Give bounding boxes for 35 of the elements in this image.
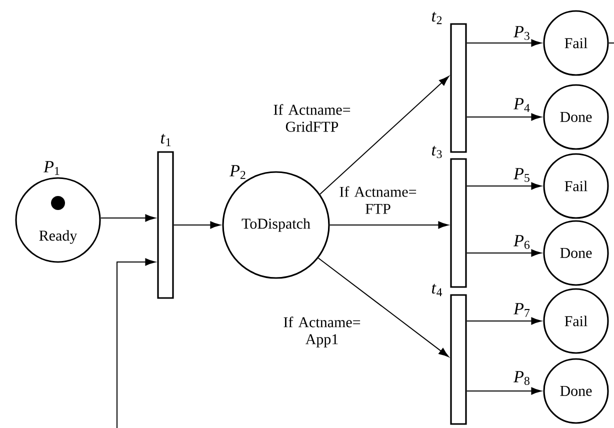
arrow xyxy=(466,39,542,47)
edge-label: If Actname= FTP xyxy=(334,185,422,215)
arrow xyxy=(320,76,449,195)
arrow xyxy=(466,113,542,121)
node-name: P$_{6}$ xyxy=(513,235,530,249)
place-label: Done xyxy=(560,112,592,122)
arrow xyxy=(329,221,448,229)
arrow xyxy=(466,182,542,190)
place-label: Done xyxy=(560,386,592,396)
node-name: t$_{2}$ xyxy=(432,12,442,24)
node-name: P$_{3}$ xyxy=(513,26,530,40)
arrow xyxy=(466,317,542,325)
arrow xyxy=(173,221,220,229)
place-label: Fail xyxy=(564,38,588,48)
arrow xyxy=(100,214,156,222)
node-name: P$_{7}$ xyxy=(513,303,530,317)
arrow xyxy=(318,258,449,358)
node-name: t$_{1}$ xyxy=(161,134,171,146)
node-name: P$_{8}$ xyxy=(513,371,530,385)
place-label: Done xyxy=(560,248,592,258)
edge-label: If Actname= App1 xyxy=(278,316,366,348)
arrow xyxy=(116,258,156,428)
place-label: Ready xyxy=(39,230,78,244)
arrow xyxy=(466,249,542,257)
node-name: P$_{5}$ xyxy=(513,168,530,182)
place-label: Fail xyxy=(564,316,588,326)
arrow xyxy=(466,387,542,395)
edge-label: If Actname= GridFTP xyxy=(268,103,356,133)
place-label: Fail xyxy=(564,180,588,192)
node-name: t$_{3}$ xyxy=(432,146,442,158)
place-label: ToDispatch xyxy=(242,218,310,232)
node-name: P$_{4}$ xyxy=(513,98,530,112)
node-name: t$_{4}$ xyxy=(432,284,442,296)
node-name: P$_{2}$ xyxy=(230,165,246,179)
node-name: P$_{1}$ xyxy=(44,161,60,175)
